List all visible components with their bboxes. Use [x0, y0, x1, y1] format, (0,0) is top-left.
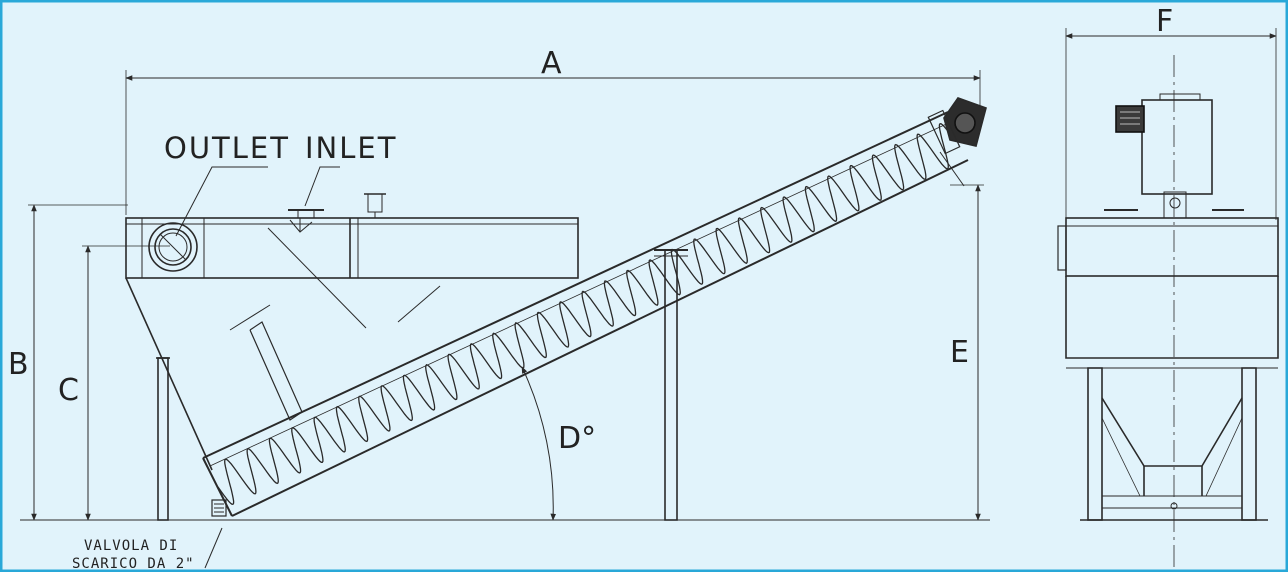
- angle-d-arc: [521, 366, 557, 521]
- outlet-leader-line: [175, 166, 268, 237]
- left-leg: [156, 357, 170, 521]
- dimension-a-label: A: [541, 46, 562, 81]
- dimension-f-line: [1065, 28, 1277, 220]
- screw-flight: [217, 123, 956, 505]
- inlet-pipe: [288, 209, 324, 233]
- inlet-leader-line: [304, 166, 340, 207]
- drain-valve-label-line2: SCARICO DA 2": [72, 556, 195, 572]
- top-vent: [364, 193, 386, 218]
- dimension-b-label: B: [8, 347, 29, 382]
- outlet-flange: [141, 217, 205, 279]
- drain-leader-line: [204, 527, 223, 569]
- inlet-label: INLET: [305, 131, 397, 165]
- dimension-a-line: [125, 70, 981, 215]
- dimension-b-line: [28, 204, 128, 521]
- drive-motor: [927, 97, 987, 187]
- front-tank-body: [1057, 217, 1279, 369]
- dimension-f-label: F: [1156, 4, 1173, 39]
- dimension-e-label: E: [950, 335, 969, 370]
- dimension-c-label: C: [58, 373, 79, 408]
- dimension-e-line: [950, 184, 984, 521]
- drain-valve: [211, 499, 227, 517]
- dimension-d-label: D°: [558, 421, 596, 456]
- front-legs-hopper: [1080, 367, 1268, 521]
- drain-valve-label-line1: VALVOLA DI: [84, 538, 178, 554]
- right-support-leg: [654, 249, 688, 521]
- front-upper-housing: [1115, 93, 1213, 219]
- outlet-label: OUTLET: [164, 131, 290, 165]
